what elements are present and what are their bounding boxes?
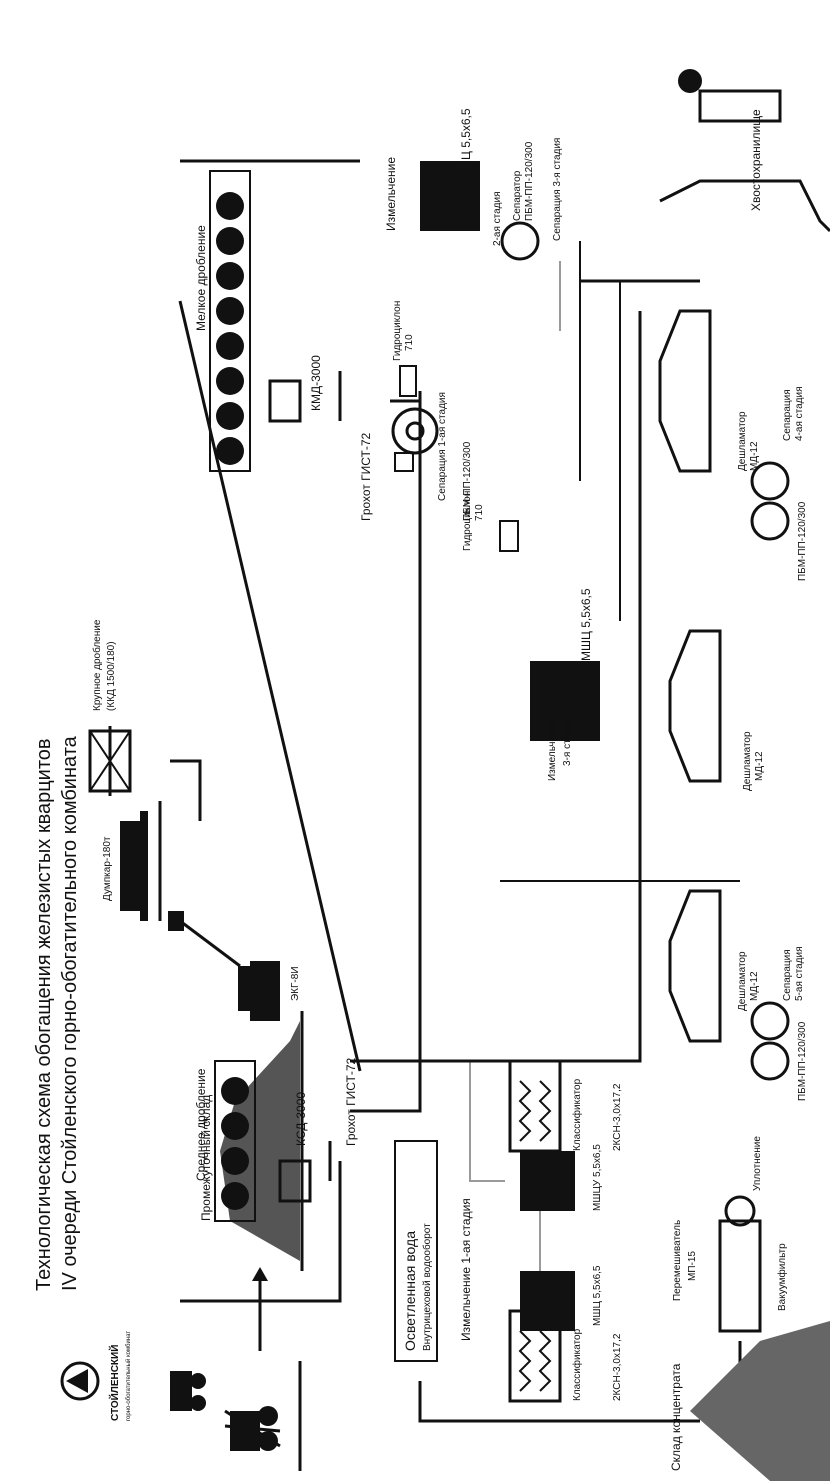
title-line-1: Технологическая схема обогащения железис… <box>33 738 55 1291</box>
thickening-label: Уплотнение <box>752 1136 763 1191</box>
secondary-grinding-block: Измельчение МШЦ 5,5х6,5 2-ая стадия Сепа… <box>384 108 563 259</box>
excavator-label: ЭКГ-8И <box>290 966 301 1001</box>
pump-icon <box>700 91 780 121</box>
separation3-label: Сепарация 3-я стадия <box>552 138 563 241</box>
logo-name: СТОЙЛЕНСКИЙ <box>108 1345 121 1421</box>
hydrocyclone-2-icon <box>500 521 518 551</box>
deslimer-b-block: Дешламатор МД-12 <box>670 631 765 791</box>
deslimer-c-type: МД-12 <box>749 971 760 1001</box>
deslimer-c-block: Дешламатор МД-12 Сепарация 5-ая стадия П… <box>670 891 808 1101</box>
hydrocyclone1-block: Гидроциклон 710 <box>390 301 420 401</box>
grokhot-2-label: Грохот ГИСТ-72 <box>359 432 373 521</box>
separation5-b: 5-ая стадия <box>794 946 805 1001</box>
hydrocyclone2-label: Гидроциклон <box>462 491 473 551</box>
mill-1b-label: МШЦУ 5,5х6,5 <box>592 1144 603 1211</box>
kmd-label: КМД-3000 <box>309 355 323 411</box>
concentrate-store-label: Склад концентрата <box>669 1363 683 1471</box>
coarse-crushing-label: Крупное дробление <box>91 619 103 711</box>
tailings-block: Хвостохранилище <box>660 69 830 231</box>
mill-1a-label: МШЦ 5,5х6,5 <box>592 1265 603 1326</box>
classifier-b-icon <box>510 1061 560 1151</box>
deslimer-c-icon <box>670 891 720 1041</box>
separator-3-icon <box>502 223 538 259</box>
hydrocyclone1-label: Гидроциклон <box>392 301 403 361</box>
separation5-a: Сепарация <box>782 949 793 1001</box>
dumpcar-label: Думпкар-180т <box>102 836 113 901</box>
third-grinding-block: Гидроциклон 710 МШЦ 5,5х6,5 Измельчение … <box>462 491 600 781</box>
grinding1-label: Измельчение 1-ая стадия <box>459 1198 473 1341</box>
separation4-a: Сепарация <box>782 389 793 441</box>
mill2-label: МШЦ 5,5х6,5 <box>459 108 473 181</box>
hydrocyclone-1-icon <box>400 366 416 396</box>
title-line-2: IV очереди Стойленского горно-обогатител… <box>59 735 81 1291</box>
classifier-b-type: 2КСН-3,0х17,2 <box>612 1083 623 1151</box>
water-loop-label: Внутрицеховой водооборот <box>421 1223 433 1351</box>
fine-crushing-label: Мелкое дробление <box>194 225 208 331</box>
separator3-name: Сепаратор <box>512 170 523 221</box>
kmd-crushers-icon <box>210 171 250 471</box>
deslimer-b-type: МД-12 <box>754 751 765 781</box>
concentrate-store: Склад концентрата <box>669 1321 830 1481</box>
separation1-block: Сепарация 1-ая стадия ПБМ-ПП-120/300 <box>393 392 473 521</box>
classifier-a-label: Классификатор <box>571 1328 583 1401</box>
grokhot-1-label: Грохот ГИСТ-72 <box>344 1057 358 1146</box>
coarse-crusher-icon: Крупное дробление (ККД 1500/180) <box>90 619 130 796</box>
deslimer-a-icon <box>660 311 710 471</box>
medium-crushing-label: Среднее дробление <box>194 1068 208 1181</box>
mill-1b-icon <box>520 1151 575 1211</box>
classifier-b-label: Классификатор <box>571 1078 583 1151</box>
grinding3-label-b: 3-я стадия <box>562 717 573 766</box>
tailings-label: Хвостохранилище <box>749 109 763 211</box>
hydrocyclone1-size: 710 <box>404 334 415 351</box>
pbm5-label: ПБМ-ПП-120/300 <box>797 1021 808 1101</box>
mining-equipment-icon <box>170 1361 300 1471</box>
separator3-type: ПБМ-ПП-120/300 <box>524 141 535 221</box>
separation4-b: 4-ая стадия <box>794 386 805 441</box>
clarified-water-box: Осветленная вода Внутрицеховой водооборо… <box>395 1141 437 1361</box>
hydrocyclone2-size: 710 <box>474 504 485 521</box>
mill-1a-icon <box>520 1271 575 1331</box>
dumpcar-icon: Думпкар-180т <box>102 801 160 921</box>
deslimer-b-name: Дешламатор <box>742 731 753 791</box>
mill3-label: МШЦ 5,5х6,5 <box>579 588 593 661</box>
deslimer-a-name: Дешламатор <box>737 411 748 471</box>
excavator-icon: ЭКГ-8И <box>168 911 301 1021</box>
primary-grinding-block: Измельчение 1-ая стадия МШЦ 5,5х6,5 МШЦУ… <box>459 1061 623 1401</box>
deslimer-c-name: Дешламатор <box>737 951 748 1011</box>
pbm4-label: ПБМ-ПП-120/300 <box>797 501 808 581</box>
clarified-water-label: Осветленная вода <box>402 1231 418 1351</box>
vacuum-filter-icon <box>720 1221 760 1331</box>
mixer-type: МП-15 <box>687 1251 698 1281</box>
deslimer-b-icon <box>670 631 720 781</box>
ksd-label: КСД-3000 <box>294 1092 308 1146</box>
grinding2-label: Измельчение <box>384 157 398 231</box>
separation1-label: Сепарация 1-ая стадия <box>437 392 448 501</box>
flow-line <box>170 761 200 821</box>
logo: СТОЙЛЕНСКИЙ горно-обогатительный комбина… <box>62 1331 132 1421</box>
separator-1-icon <box>393 409 437 453</box>
mixer-name: Перемешиватель <box>672 1220 683 1301</box>
logo-sub: горно-обогатительный комбинат <box>125 1331 132 1421</box>
classifier-a-type: 2КСН-3,0х17,2 <box>612 1333 623 1401</box>
fine-crushing-block: Мелкое дробление КМД-3000 Грохот ГИСТ-72 <box>194 171 373 521</box>
vacuum-filter-label: Вакуумфильтр <box>776 1243 788 1311</box>
grinding3-label-a: Измельчение <box>547 719 558 781</box>
coarse-crusher-type: (ККД 1500/180) <box>106 641 117 711</box>
deslimer-a-block: Дешламатор МД-12 Сепарация 4-ая стадия П… <box>660 311 808 581</box>
